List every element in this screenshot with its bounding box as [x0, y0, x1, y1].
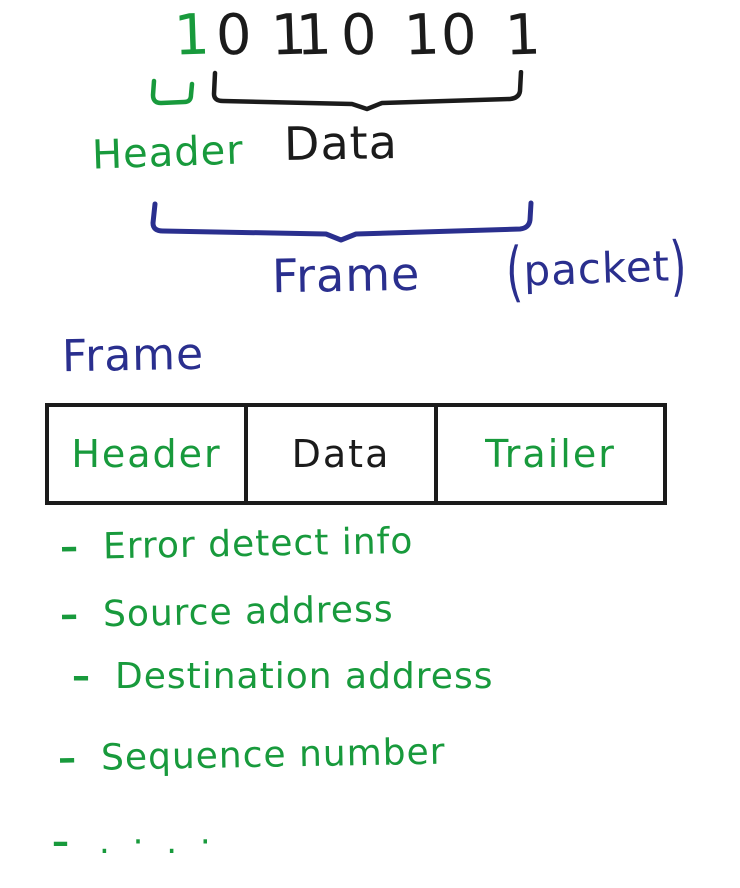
- packet-word: packet: [522, 241, 671, 296]
- paren-close: ): [668, 227, 689, 304]
- list-item: – Error detect info: [60, 521, 414, 568]
- list-item-text: . · . ·: [99, 822, 217, 862]
- list-item: – Source address: [60, 589, 394, 636]
- list-item-text: Destination address: [115, 656, 494, 697]
- dash-bullet: –: [72, 656, 91, 697]
- header-brace: [150, 78, 198, 108]
- list-item-text: Source address: [102, 589, 394, 636]
- list-item: – Sequence number: [58, 732, 446, 780]
- frame-label: Frame: [271, 246, 421, 304]
- list-item: – . · . ·: [52, 822, 217, 862]
- list-item-text: Error detect info: [102, 520, 414, 568]
- data-label: Data: [283, 115, 399, 171]
- dash-bullet: –: [52, 822, 75, 862]
- bit: 0: [339, 2, 378, 69]
- list-item-text: Sequence number: [100, 731, 446, 779]
- table-cell-header: Header: [49, 407, 248, 501]
- paren-open: (: [504, 233, 525, 310]
- packet-label: (packet): [505, 227, 689, 309]
- bit: 0: [439, 2, 478, 69]
- bit: 1: [294, 2, 333, 69]
- data-brace: [210, 70, 532, 114]
- frame-table: Header Data Trailer: [45, 403, 667, 505]
- list-item: – Destination address: [72, 656, 493, 697]
- frame-brace: [148, 200, 546, 246]
- bit: 1: [503, 2, 542, 69]
- frame-table-title: Frame: [61, 328, 205, 383]
- dash-bullet: –: [59, 594, 80, 636]
- bit: 0: [214, 2, 253, 69]
- table-cell-trailer: Trailer: [485, 432, 616, 476]
- bit: 1: [172, 2, 211, 69]
- table-cell-data: Data: [248, 407, 438, 501]
- dash-bullet: –: [59, 526, 80, 569]
- dash-bullet: –: [57, 738, 78, 780]
- header-label: Header: [91, 127, 245, 179]
- bit: 1: [402, 2, 441, 69]
